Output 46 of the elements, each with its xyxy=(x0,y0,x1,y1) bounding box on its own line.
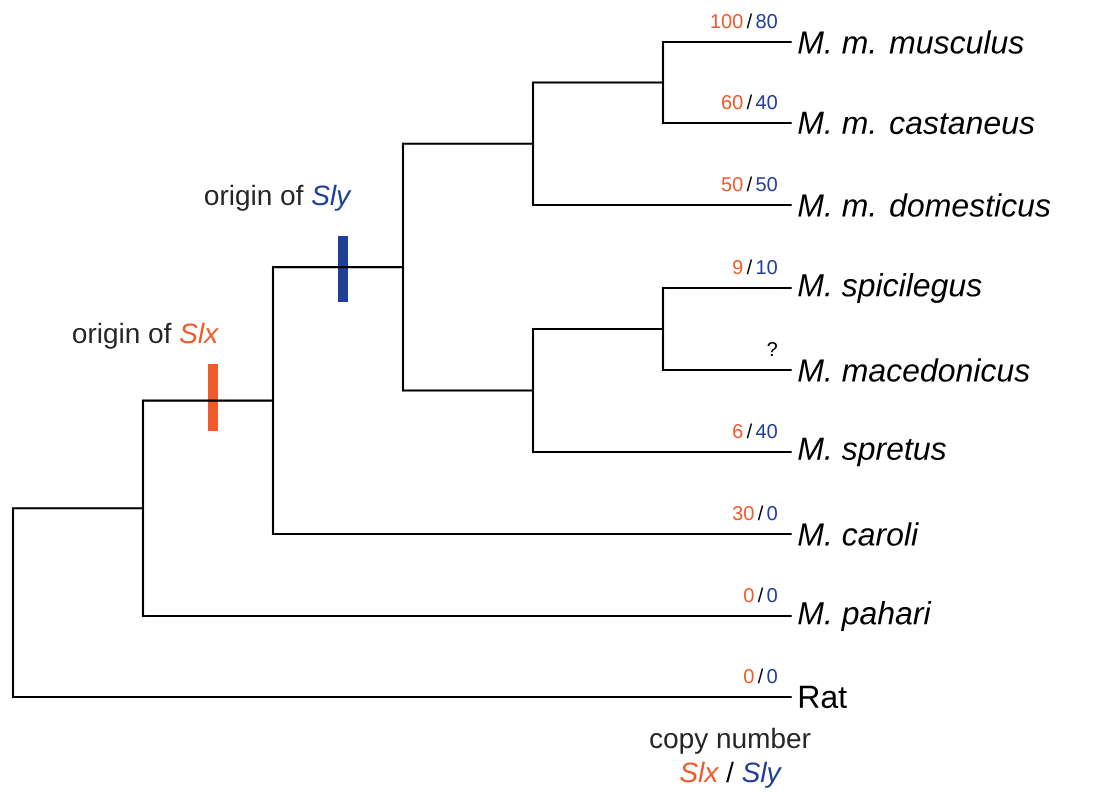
species-label: M. macedonicus xyxy=(798,358,1030,382)
species-label: M. m. castaneus xyxy=(798,111,1035,135)
species-label: Rat xyxy=(799,685,847,709)
copy-number-label: 30 / 0 xyxy=(732,505,777,521)
tree-junction xyxy=(11,507,15,699)
tree-branch xyxy=(404,389,532,392)
tree-junction xyxy=(401,142,405,392)
species-label: M. m. musculus xyxy=(798,30,1024,54)
copy-number-label: 50 / 50 xyxy=(721,176,777,192)
axis-caption: copy number xyxy=(650,727,811,754)
copy-number-label: 0 / 0 xyxy=(744,668,777,684)
axis-caption: Slx / Sly xyxy=(680,761,782,788)
species-label: M. caroli xyxy=(798,522,919,546)
tree-branch xyxy=(664,286,792,290)
tree-branch xyxy=(274,532,792,536)
tree-branch xyxy=(144,399,272,402)
species-label: M. spicilegus xyxy=(798,273,982,303)
tree-branch xyxy=(534,81,662,84)
copy-number-label: 6 / 40 xyxy=(733,423,777,439)
tree-branch xyxy=(144,614,792,618)
unknown-mark: ? xyxy=(767,342,777,356)
tree-junction xyxy=(531,81,535,207)
tree-junction xyxy=(661,286,665,372)
tree-junction xyxy=(531,327,535,454)
tree-branch xyxy=(274,266,402,269)
tree-branch xyxy=(534,450,792,454)
tree-branch xyxy=(14,507,142,510)
species-label: M. m. domesticus xyxy=(798,193,1051,217)
copy-number-label: 9 / 10 xyxy=(733,259,777,275)
origin-label: origin of Sly xyxy=(205,184,352,211)
tree-branch xyxy=(534,203,792,207)
tree-junction xyxy=(661,40,665,125)
copy-number-label: 60 / 40 xyxy=(722,94,777,110)
species-label: M. pahari xyxy=(798,601,932,631)
tree-branch xyxy=(534,327,662,331)
tree-junction xyxy=(141,399,145,618)
copy-number-label: 100 / 80 xyxy=(711,13,777,29)
tree-branch xyxy=(664,40,792,44)
copy-number-label: 0 / 0 xyxy=(744,587,777,603)
tree-branch xyxy=(664,121,792,125)
origin-label: origin of Slx xyxy=(73,322,219,349)
tree-branch xyxy=(404,142,532,145)
tree-junction xyxy=(271,266,275,536)
tree-branch xyxy=(14,695,792,699)
tree-branch xyxy=(664,368,792,372)
species-label: M. spretus xyxy=(798,437,946,467)
